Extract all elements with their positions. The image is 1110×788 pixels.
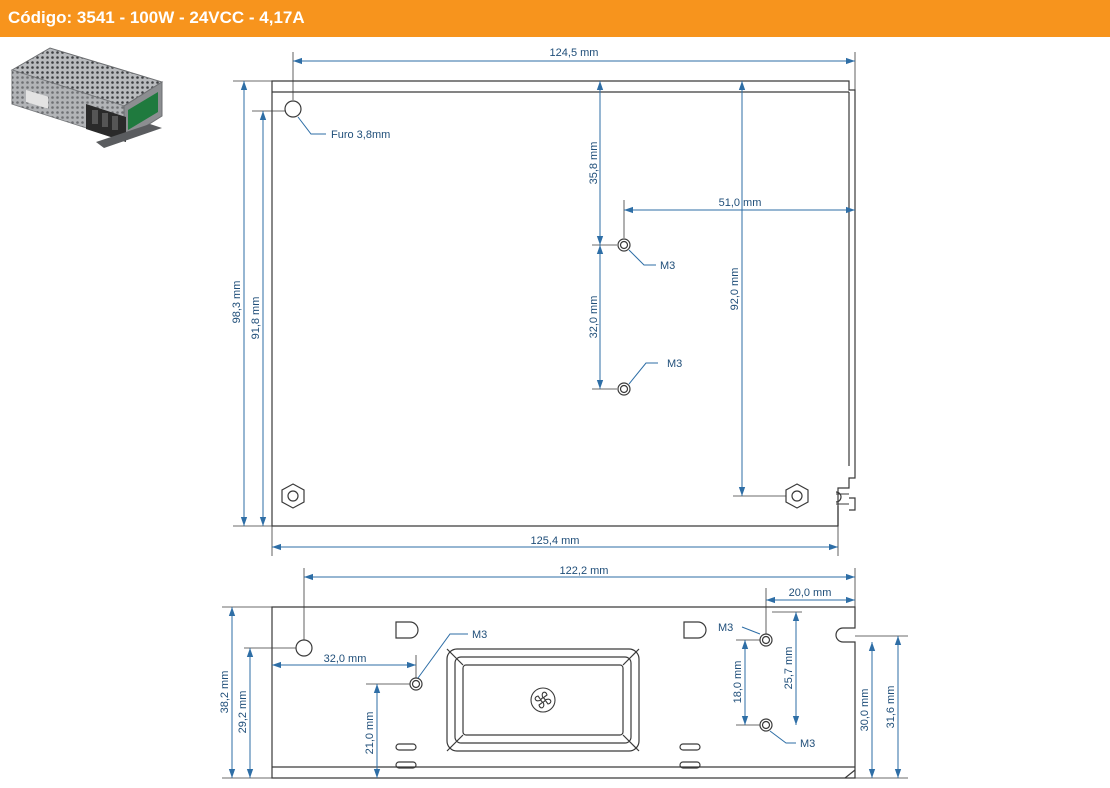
side-view-fan-icon (530, 687, 556, 713)
m3-hole-top (617, 238, 631, 252)
dim-hole-to-top: 35,8 mm (588, 142, 600, 185)
dim-hole-spacing: 32,0 mm (588, 296, 600, 339)
dim-side-m3-spacing: 18,0 mm (732, 661, 744, 704)
dim-side-height-inner: 29,2 mm (237, 691, 249, 734)
m3-hole-side-top (759, 633, 773, 647)
callout-side-m3-right-top: M3 (718, 622, 733, 634)
m3-hole-bottom (617, 382, 631, 396)
top-view-leaders (297, 116, 658, 385)
dim-side-right-offset: 20,0 mm (789, 587, 832, 599)
dim-side-left-offset: 32,0 mm (324, 653, 367, 665)
side-view-dimension-lines (228, 573, 902, 778)
header-bar: Código: 3541 - 100W - 24VCC - 4,17A (0, 0, 1110, 37)
callout-m3-a: M3 (660, 260, 675, 272)
callout-m3-b: M3 (667, 358, 682, 370)
fan-window-inner (462, 664, 624, 736)
side-view-leaders (417, 626, 796, 744)
fan-window-outer (446, 648, 640, 752)
power-supply-photo (10, 47, 164, 148)
dim-right-height: 92,0 mm (729, 268, 741, 311)
dim-width-bottom: 125,4 mm (531, 535, 580, 547)
top-view-holes (281, 100, 809, 509)
hex-standoff-right (785, 483, 809, 509)
callout-side-m3-right-bottom: M3 (800, 738, 815, 750)
top-view-extension-lines (233, 52, 856, 556)
m3-hole-side-left (409, 677, 423, 691)
slot-left (395, 621, 419, 639)
dim-width-top: 124,5 mm (550, 47, 599, 59)
dim-side-right-inner: 30,0 mm (859, 689, 871, 732)
side-view-outline (271, 606, 856, 779)
top-view-dimension-lines (240, 57, 855, 551)
dim-height-inner: 91,8 mm (250, 297, 262, 340)
callout-hole: Furo 3,8mm (331, 129, 390, 141)
slot-right (683, 621, 707, 639)
dim-side-hole-height: 21,0 mm (364, 712, 376, 755)
dim-side-m3-height: 25,7 mm (783, 647, 795, 690)
mount-hole-3-8mm (284, 100, 302, 118)
callout-side-m3-left: M3 (472, 629, 487, 641)
dim-hole-to-right: 51,0 mm (719, 197, 762, 209)
page-title: Código: 3541 - 100W - 24VCC - 4,17A (8, 8, 305, 27)
top-view-outline (271, 80, 856, 527)
dim-side-width: 122,2 mm (560, 565, 609, 577)
dim-side-right-outer: 31,6 mm (885, 686, 897, 729)
dim-side-height-outer: 38,2 mm (219, 671, 231, 714)
dim-height-outer: 98,3 mm (231, 281, 243, 324)
hex-standoff-left (281, 483, 305, 509)
m3-hole-side-bottom (759, 718, 773, 732)
